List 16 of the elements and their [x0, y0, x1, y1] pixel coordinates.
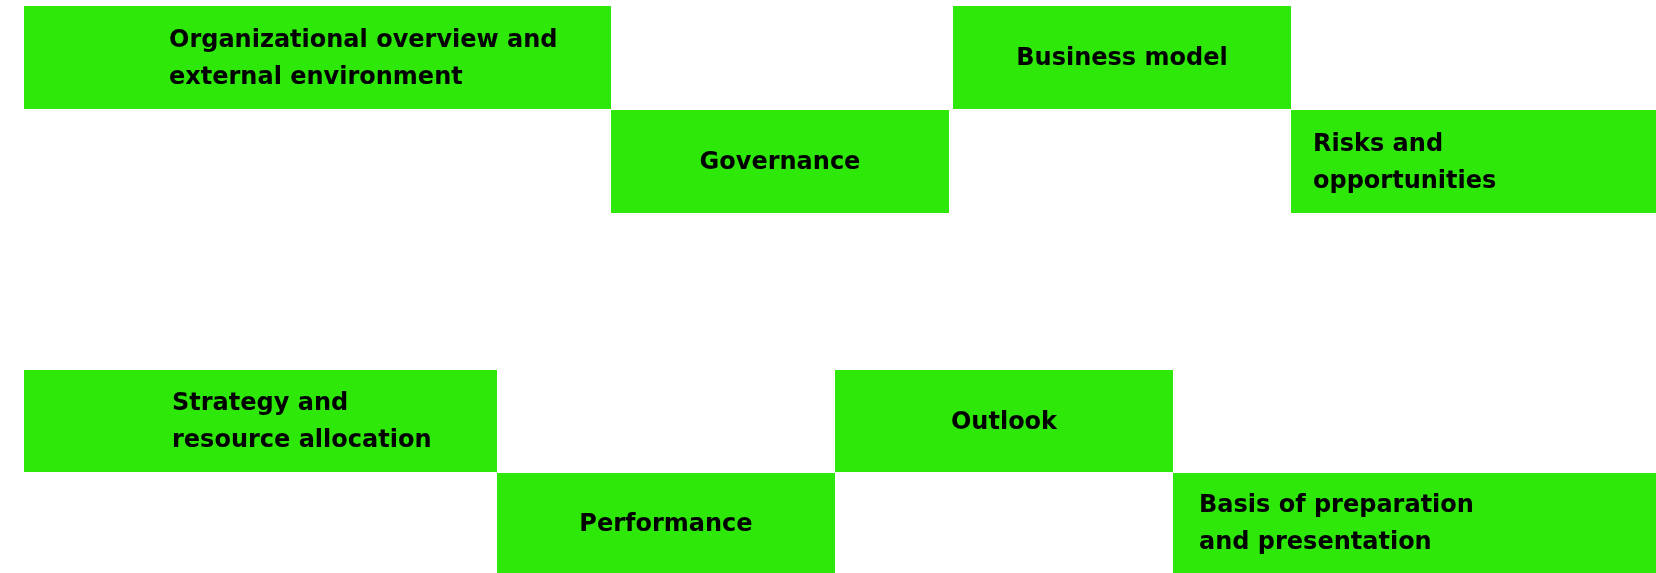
section-box	[611, 110, 949, 213]
section-title: Governance	[699, 146, 861, 177]
section-box	[24, 370, 497, 472]
section-box	[497, 473, 835, 573]
section-box	[24, 6, 611, 109]
section-title: Risks and opportunities	[1313, 127, 1498, 196]
section-title: Outlook	[950, 405, 1058, 437]
section-box	[1173, 473, 1656, 573]
section-title: Basis of preparation and presentation	[1199, 489, 1475, 557]
section-title: Business model	[1016, 42, 1228, 73]
section-title: Organizational overview and external environment	[169, 23, 559, 92]
section-box	[835, 370, 1173, 472]
section-title: Performance	[579, 507, 753, 539]
section-title: Strategy and resource allocation	[172, 387, 433, 455]
section-box	[953, 6, 1291, 109]
section-box	[1291, 110, 1656, 213]
